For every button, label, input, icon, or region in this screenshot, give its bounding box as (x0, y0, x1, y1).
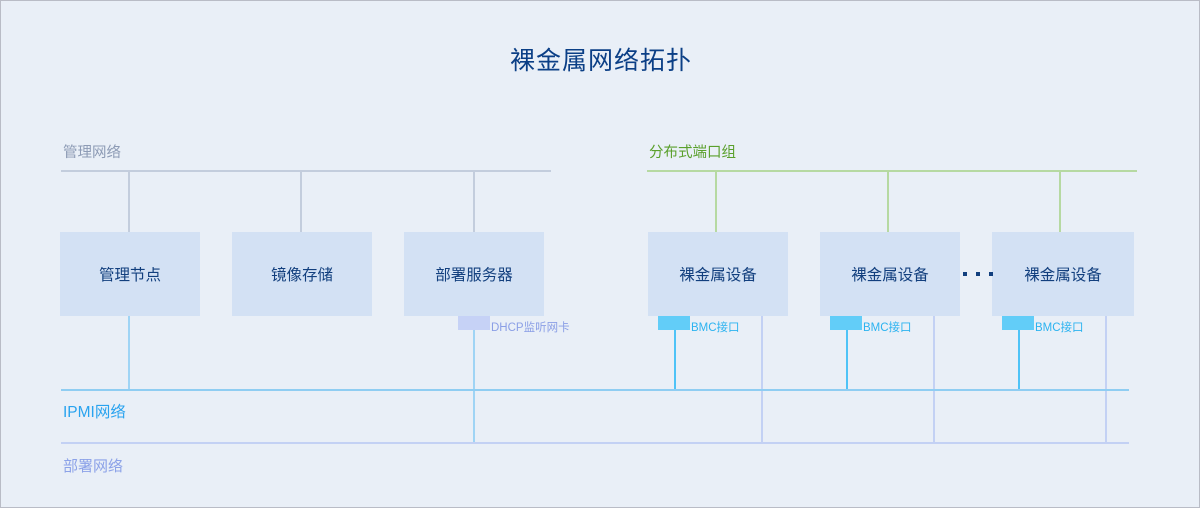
chip-bmc-2-label: BMC接口 (863, 322, 912, 334)
node-bare-metal-2-label: 裸金属设备 (851, 267, 929, 284)
ellipsis-dot (963, 272, 967, 276)
node-management-node[interactable]: 管理节点 (60, 232, 200, 316)
node-bare-metal-2[interactable]: 裸金属设备 (820, 232, 960, 316)
connector-bare-metal-2-to-deployment-network (933, 316, 935, 444)
page-title: 裸金属网络拓扑 (509, 47, 692, 75)
connector-mgmt-to-deployment-server (473, 170, 475, 232)
zone-label-ipmi-network: IPMI网络 (63, 404, 126, 421)
connector-dpg-to-bare-metal-3 (1059, 170, 1061, 232)
chip-bmc-1-label: BMC接口 (691, 322, 740, 334)
chip-bmc-1[interactable] (658, 316, 690, 330)
chip-dhcp-nic[interactable] (458, 316, 490, 330)
connector-bare-metal-1-to-deployment-network (761, 316, 763, 444)
zone-label-management-network: 管理网络 (63, 145, 121, 161)
node-bare-metal-3-label: 裸金属设备 (1024, 267, 1102, 284)
node-bare-metal-1-label: 裸金属设备 (679, 267, 757, 284)
connector-dpg-to-bare-metal-1 (715, 170, 717, 232)
node-management-node-label: 管理节点 (98, 267, 161, 284)
chip-bmc-3-label: BMC接口 (1035, 322, 1084, 334)
chip-dhcp-nic-label: DHCP监听网卡 (491, 322, 570, 334)
ellipsis-more-devices (963, 272, 993, 276)
zone-label-distributed-port-group: 分布式端口组 (649, 145, 736, 161)
node-bare-metal-3[interactable]: 裸金属设备 (992, 232, 1134, 316)
connector-bmc-1-to-ipmi (674, 323, 676, 390)
chip-bmc-3[interactable] (1002, 316, 1034, 330)
node-image-storage[interactable]: 镜像存储 (232, 232, 372, 316)
node-image-storage-label: 镜像存储 (270, 267, 333, 284)
connector-deployment-server-to-deployment-network (473, 316, 475, 444)
bus-ipmi-network (61, 389, 1129, 391)
connector-mgmt-to-management-node (128, 170, 130, 232)
ellipsis-dot (976, 272, 980, 276)
connector-bmc-2-to-ipmi (846, 323, 848, 390)
connector-mgmt-to-image-storage (300, 170, 302, 232)
connector-management-node-to-ipmi (128, 316, 130, 390)
connector-bmc-3-to-ipmi (1018, 323, 1020, 390)
ellipsis-dot (989, 272, 993, 276)
connector-bare-metal-3-to-deployment-network (1105, 316, 1107, 444)
chip-bmc-2[interactable] (830, 316, 862, 330)
node-deployment-server-label: 部署服务器 (435, 267, 513, 284)
bus-management-network (61, 170, 551, 172)
node-deployment-server[interactable]: 部署服务器 (404, 232, 544, 316)
bus-deployment-network (61, 442, 1129, 444)
bus-distributed-port-group (647, 170, 1137, 172)
node-bare-metal-1[interactable]: 裸金属设备 (648, 232, 788, 316)
connector-dpg-to-bare-metal-2 (887, 170, 889, 232)
zone-label-deployment-network: 部署网络 (63, 458, 124, 475)
